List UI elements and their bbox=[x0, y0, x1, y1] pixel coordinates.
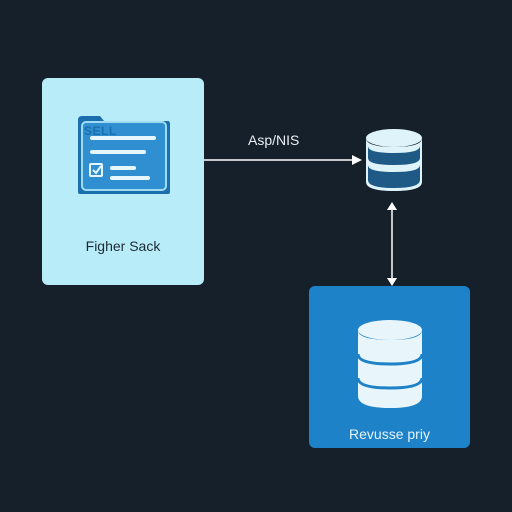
frontend-node-label: Figher Sack bbox=[85, 238, 161, 254]
edge-label-frontend-to-database: Asp/NIS bbox=[248, 132, 300, 148]
document-checklist-icon bbox=[78, 116, 170, 194]
proxy-database-icon bbox=[356, 320, 424, 408]
document-title: SELL bbox=[84, 124, 117, 138]
edge-frontend-to-database bbox=[204, 155, 362, 165]
proxy-node-label: Revusse priy bbox=[349, 426, 430, 442]
edge-database-to-proxy bbox=[387, 202, 397, 286]
database-icon[interactable] bbox=[358, 124, 430, 196]
